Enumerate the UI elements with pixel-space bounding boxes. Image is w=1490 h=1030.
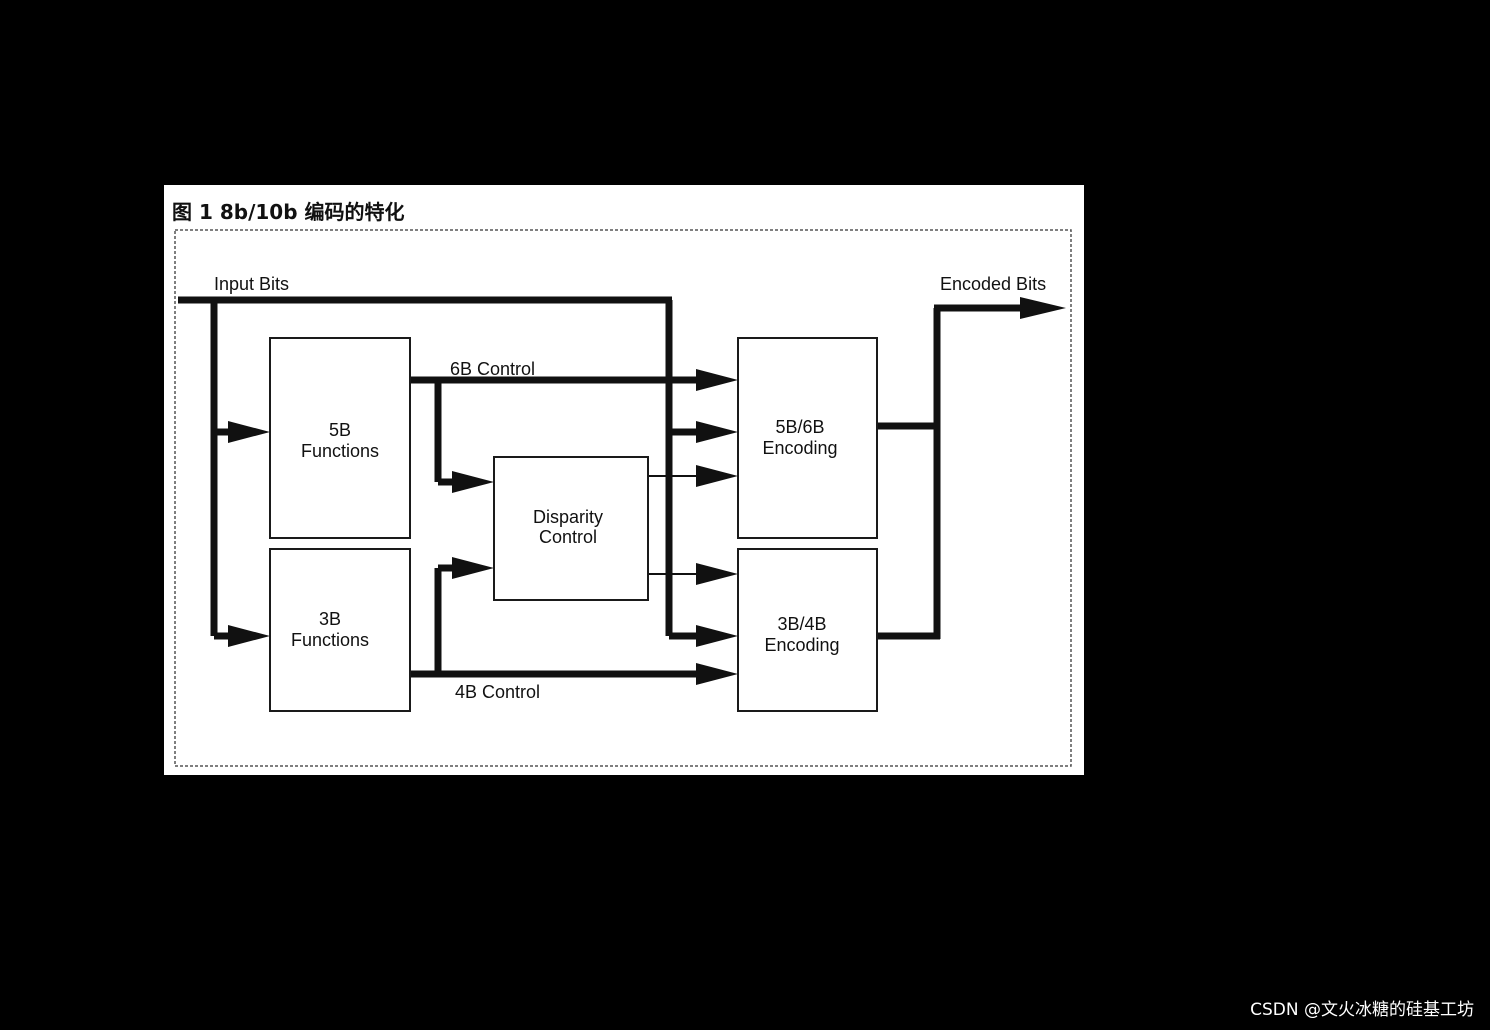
block-3b-functions: 3B Functions xyxy=(269,548,411,712)
arrow-ctrl6b-to-5b6b xyxy=(696,369,738,391)
block-5b-functions: 5B Functions xyxy=(269,337,411,539)
block-disparity-line2: Control xyxy=(539,527,597,547)
block-5b-functions-line2: Functions xyxy=(301,441,379,461)
input-bus xyxy=(178,296,696,640)
block-3b4b-line1: 3B/4B xyxy=(777,614,826,634)
arrow-ctrl6b-to-disparity xyxy=(452,471,494,493)
block-5b-functions-line1: 5B xyxy=(329,420,351,440)
block-3b-functions-line1: 3B xyxy=(319,609,341,629)
block-3b4b-encoding: 3B/4B Encoding xyxy=(737,548,878,712)
arrow-disparity-to-3b4b xyxy=(696,563,738,585)
block-disparity-line1: Disparity xyxy=(533,507,603,527)
output-bus xyxy=(877,304,1022,640)
arrow-disparity-to-5b6b xyxy=(696,465,738,487)
label-6b-control: 6B Control xyxy=(450,359,535,379)
arrow-ctrl4b-to-3b4b xyxy=(696,663,738,685)
arrow-ctrl4b-to-disparity xyxy=(452,557,494,579)
ctrl4b-bus xyxy=(410,564,696,678)
block-3b4b-line2: Encoding xyxy=(764,635,839,655)
disparity-outputs xyxy=(648,475,696,575)
label-encoded-bits: Encoded Bits xyxy=(940,274,1046,294)
label-input-bits: Input Bits xyxy=(214,274,289,294)
block-5b6b-line1: 5B/6B xyxy=(775,417,824,437)
label-4b-control: 4B Control xyxy=(455,682,540,702)
figure-caption: 图 1 8b/10b 编码的特化 xyxy=(172,200,405,224)
block-5b6b-encoding: 5B/6B Encoding xyxy=(737,337,878,539)
block-5b6b-line2: Encoding xyxy=(762,438,837,458)
arrow-input-to-3b4b xyxy=(696,625,738,647)
watermark: CSDN @文火冰糖的硅基工坊 xyxy=(1250,1000,1474,1020)
block-3b-functions-line2: Functions xyxy=(291,630,369,650)
arrow-to-5b-functions xyxy=(228,421,270,443)
block-disparity-control: Disparity Control xyxy=(493,456,649,601)
arrow-encoded-output xyxy=(1020,297,1066,319)
arrow-to-3b-functions xyxy=(228,625,270,647)
diagram-frame xyxy=(174,229,1072,767)
ctrl6b-bus xyxy=(410,376,696,486)
arrow-input-to-5b6b xyxy=(696,421,738,443)
